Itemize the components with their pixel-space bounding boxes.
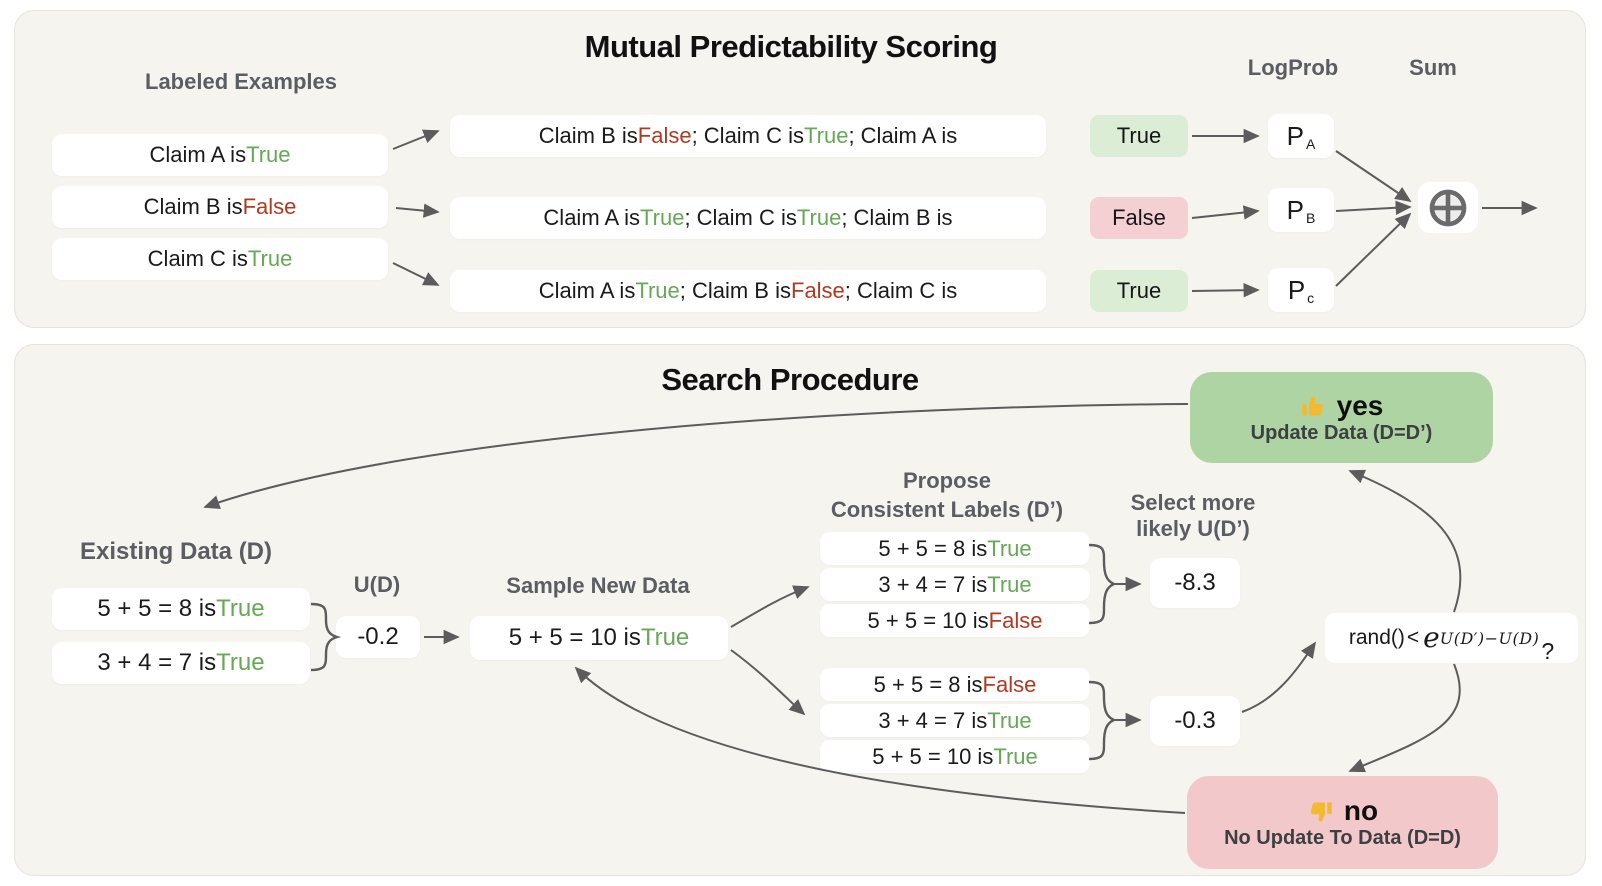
accept-yes-box: yes Update Data (D=D’) xyxy=(1190,372,1493,463)
predicted-label-chip: False xyxy=(1090,197,1188,239)
no-label-row: no xyxy=(1307,797,1378,825)
sample-new-data-header: Sample New Data xyxy=(506,573,690,598)
select-more-likely-header-line2: likely U(D’) xyxy=(1136,516,1250,541)
utility-d-header: U(D) xyxy=(353,572,401,597)
proposal-b-row: 3 + 4 = 7 is True xyxy=(820,704,1090,737)
logprob-header: LogProb xyxy=(1247,55,1339,80)
formula-operator: < xyxy=(1406,626,1420,649)
yes-sublabel: Update Data (D=D’) xyxy=(1250,422,1433,444)
logprob-subscript: c xyxy=(1307,290,1315,306)
logprob-symbol: P xyxy=(1286,194,1304,225)
select-more-likely-header-line1: Select more xyxy=(1130,490,1256,515)
proposal-b-row: 5 + 5 = 10 is True xyxy=(820,740,1090,773)
predicted-label-chip: True xyxy=(1090,270,1188,312)
labeled-example-box: Claim A is True xyxy=(52,134,388,176)
logprob-symbol: P xyxy=(1287,274,1306,305)
prompt-box: Claim A is True; Claim C is True; Claim … xyxy=(450,197,1046,239)
proposal-b-row: 5 + 5 = 8 is False xyxy=(820,668,1090,701)
sample-new-data-box: 5 + 5 = 10 is True xyxy=(470,616,728,660)
existing-data-box: 5 + 5 = 8 is True xyxy=(52,588,310,630)
yes-label: yes xyxy=(1336,390,1384,421)
labeled-examples-header: Labeled Examples xyxy=(145,69,337,94)
sum-header: Sum xyxy=(1409,55,1457,80)
utility-d-value-box: -0.2 xyxy=(336,616,420,658)
prompt-box: Claim A is True; Claim B is False; Claim… xyxy=(450,270,1046,312)
labeled-example-box: Claim B is False xyxy=(52,186,388,228)
logprob-subscript: B xyxy=(1306,210,1316,226)
labeled-example-box: Claim C is True xyxy=(52,238,388,280)
proposal-a-row: 5 + 5 = 10 is False xyxy=(820,604,1090,637)
thumbs-up-icon xyxy=(1301,395,1323,415)
sum-node xyxy=(1418,182,1478,233)
formula-exponent: U(D′)−U(D) xyxy=(1439,628,1540,648)
predicted-label-chip: True xyxy=(1090,115,1188,157)
logprob-subscript: A xyxy=(1306,136,1316,152)
propose-labels-header-line2: Consistent Labels (D’) xyxy=(830,497,1064,522)
score-a-box: -8.3 xyxy=(1150,558,1240,608)
proposal-a-row: 3 + 4 = 7 is True xyxy=(820,568,1090,601)
yes-label-row: yes xyxy=(1300,390,1384,421)
proposal-a-row: 5 + 5 = 8 is True xyxy=(820,532,1090,565)
existing-data-box: 3 + 4 = 7 is True xyxy=(52,642,310,684)
formula-question-mark: ? xyxy=(1541,638,1555,664)
no-sublabel: No Update To Data (D=D) xyxy=(1224,827,1461,849)
thumbs-down-icon xyxy=(1310,802,1332,822)
formula-lhs: rand() xyxy=(1348,626,1405,649)
reject-no-box: no No Update To Data (D=D) xyxy=(1187,776,1498,869)
circled-plus-icon xyxy=(1429,189,1467,226)
existing-data-header: Existing Data (D) xyxy=(79,538,273,565)
propose-labels-header-line1: Propose xyxy=(902,468,992,493)
top-panel-title: Mutual Predictability Scoring xyxy=(584,29,998,64)
formula-exp-base: e xyxy=(1423,621,1440,654)
logprob-symbol: P xyxy=(1286,120,1304,151)
score-b-box: -0.3 xyxy=(1150,696,1240,746)
bottom-panel-title: Search Procedure xyxy=(661,362,919,397)
no-label: no xyxy=(1343,795,1379,826)
prompt-box: Claim B is False; Claim C is True; Claim… xyxy=(450,115,1046,157)
